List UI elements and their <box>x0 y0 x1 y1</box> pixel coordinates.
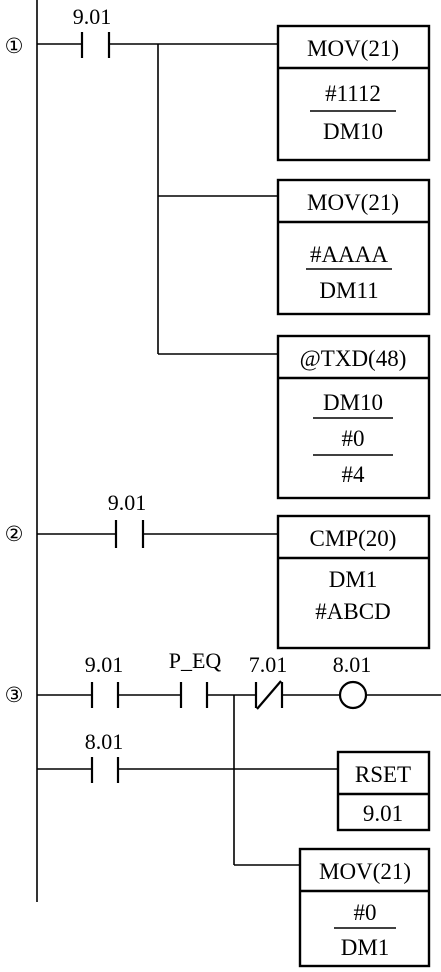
rung2-cmp-operand1: DM1 <box>329 567 378 592</box>
rung3-rset-mnemonic: RSET <box>355 762 411 787</box>
rung1-mov2-mnemonic: MOV(21) <box>307 190 399 215</box>
rung1-txd-source: DM10 <box>323 390 383 415</box>
rung2-contact-label: 9.01 <box>108 490 147 515</box>
rung2-cmp-block: CMP(20) DM1 #ABCD <box>276 514 431 650</box>
rung1-mov1-source: #1112 <box>325 81 381 106</box>
rung-number-3: ③ <box>5 683 24 707</box>
rung3-rset-operand: 9.01 <box>363 801 403 826</box>
rung3-mov-dest: DM1 <box>341 935 390 960</box>
rung1-contact-no <box>37 32 278 58</box>
rung3-mov-mnemonic: MOV(21) <box>319 859 411 884</box>
rung1-mov2-source: #AAAA <box>310 242 388 267</box>
rung3-rset-block: RSET 9.01 <box>336 750 431 832</box>
rung3-contact1-label: 9.01 <box>85 652 124 677</box>
rung1-mov2-dest: DM11 <box>319 278 378 303</box>
rung1-txd-port: #0 <box>342 426 365 451</box>
rung3-mov-block: MOV(21) #0 DM1 <box>298 847 431 968</box>
rung2-contact-no <box>37 520 278 548</box>
rung1-mov1-mnemonic: MOV(21) <box>307 36 399 61</box>
rung3-contact3-label: 7.01 <box>249 652 288 677</box>
rung1-mov1-dest: DM10 <box>323 119 383 144</box>
rung1-txd-block: @TXD(48) DM10 #0 #4 <box>276 334 431 500</box>
rung3-branch-contact <box>37 757 338 783</box>
rung-number-1: ① <box>5 34 24 58</box>
rung3-coil-label: 8.01 <box>333 652 372 677</box>
rung1-mov1-block: MOV(21) #1112 DM10 <box>276 24 431 162</box>
rung3-main-line <box>37 680 441 710</box>
rung3-mov-source: #0 <box>354 900 377 925</box>
rung2-cmp-mnemonic: CMP(20) <box>310 526 397 551</box>
rung2-cmp-operand2: #ABCD <box>315 599 390 624</box>
rung1-txd-mnemonic: @TXD(48) <box>300 346 407 371</box>
rung1-txd-count: #4 <box>342 462 366 487</box>
rung3-branch-contact-label: 8.01 <box>85 729 124 754</box>
rung1-contact-label: 9.01 <box>73 4 112 29</box>
rung-number-2: ② <box>5 522 24 546</box>
rung1-mov2-block: MOV(21) #AAAA DM11 <box>276 178 431 316</box>
rung3-contact2-label: P_EQ <box>169 648 222 673</box>
